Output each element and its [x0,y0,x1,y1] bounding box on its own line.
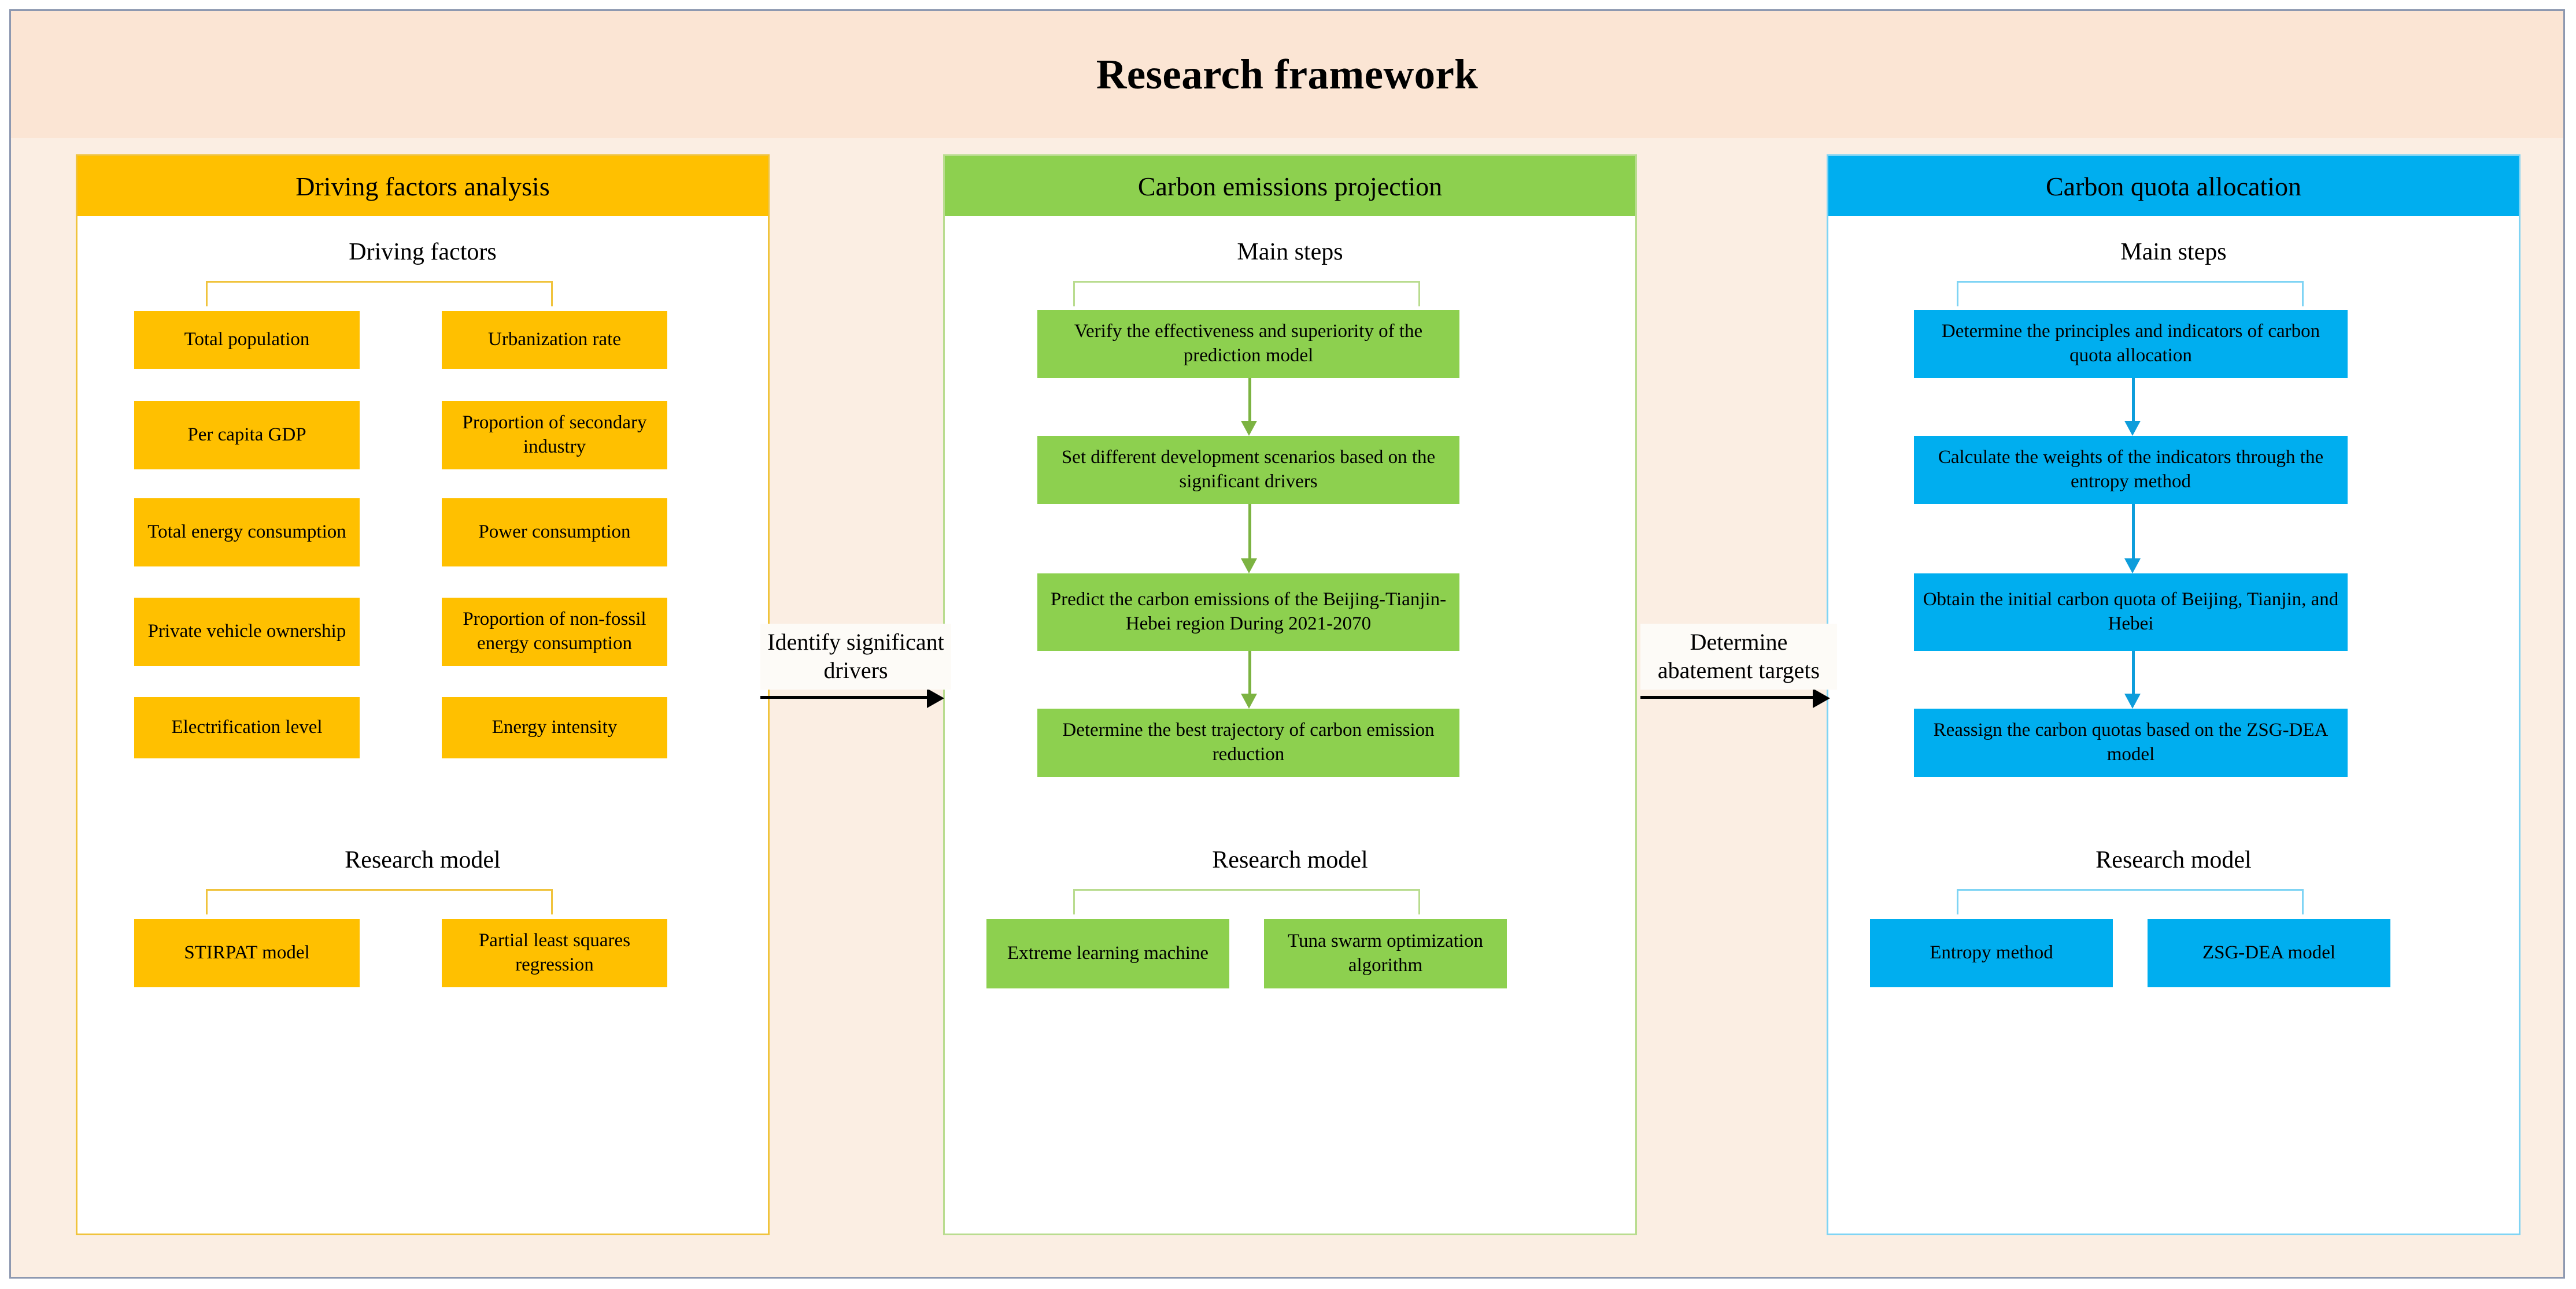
connector-label: Identify significant drivers [760,624,951,690]
bracket-research-model [1957,889,2304,914]
panel-body-carbon-emissions-projection: Main steps Verify the effectiveness and … [945,216,1635,1234]
connector-line [760,696,934,699]
panel-body-driving-factors-analysis: Driving factors Total population Urbaniz… [77,216,768,1234]
factor-box[interactable]: Private vehicle ownership [134,598,360,666]
panel-header-carbon-quota-allocation: Carbon quota allocation [1828,156,2519,216]
step-box[interactable]: Calculate the weights of the indicators … [1914,436,2348,504]
section-caption-research-model: Research model [1212,847,1368,873]
model-box[interactable]: Tuna swarm optimization algorithm [1264,919,1507,988]
page-title: Research framework [1096,51,1479,98]
panel-driving-factors-analysis: Driving factors analysis Driving factors… [76,154,770,1235]
step-box[interactable]: Determine the best trajectory of carbon … [1037,709,1459,777]
panel-carbon-emissions-projection: Carbon emissions projection Main steps V… [943,154,1637,1235]
connector-identify-significant-drivers: Identify significant drivers [760,624,951,768]
bracket-driving-factors [206,281,553,306]
factor-box[interactable]: Proportion of non-fossil energy consumpt… [442,598,667,666]
bracket-main-steps [1957,281,2304,306]
banner: Research framework [11,11,2563,138]
step-box[interactable]: Obtain the initial carbon quota of Beiji… [1914,573,2348,651]
panel-body-carbon-quota-allocation: Main steps Determine the principles and … [1828,216,2519,1234]
panel-header-carbon-emissions-projection: Carbon emissions projection [945,156,1635,216]
step-box[interactable]: Determine the principles and indicators … [1914,310,2348,378]
bracket-research-model [1073,889,1420,914]
step-box[interactable]: Verify the effectiveness and superiority… [1037,310,1459,378]
model-box[interactable]: Partial least squares regression [442,919,667,987]
section-caption-research-model: Research model [2095,847,2252,873]
section-caption-main-steps: Main steps [1237,239,1343,265]
factor-box[interactable]: Energy intensity [442,697,667,758]
bracket-research-model [206,889,553,914]
factor-box[interactable]: Electrification level [134,697,360,758]
connector-determine-abatement-targets: Determine abatement targets [1640,624,1837,768]
step-box[interactable]: Set different development scenarios base… [1037,436,1459,504]
factor-box[interactable]: Per capita GDP [134,401,360,469]
connector-label: Determine abatement targets [1640,624,1837,690]
model-box[interactable]: Entropy method [1870,919,2113,987]
model-box[interactable]: Extreme learning machine [986,919,1229,988]
section-caption-main-steps: Main steps [2120,239,2227,265]
arrow-head-icon [1813,688,1830,708]
step-box[interactable]: Reassign the carbon quotas based on the … [1914,709,2348,777]
model-box[interactable]: ZSG-DEA model [2148,919,2390,987]
connector-line [1640,696,1820,699]
bracket-main-steps [1073,281,1420,306]
section-caption-research-model: Research model [345,847,501,873]
model-box[interactable]: STIRPAT model [134,919,360,987]
factor-box[interactable]: Proportion of secondary industry [442,401,667,469]
section-caption-driving-factors: Driving factors [349,239,497,265]
factor-box[interactable]: Total energy consumption [134,498,360,566]
diagram-frame: Research framework Driving factors analy… [9,9,2565,1279]
diagram-canvas: Research framework Driving factors analy… [11,11,2563,1277]
panel-header-driving-factors-analysis: Driving factors analysis [77,156,768,216]
panel-carbon-quota-allocation: Carbon quota allocation Main steps Deter… [1827,154,2520,1235]
factor-box[interactable]: Urbanization rate [442,311,667,369]
arrow-head-icon [927,688,944,708]
factor-box[interactable]: Total population [134,311,360,369]
factor-box[interactable]: Power consumption [442,498,667,566]
step-box[interactable]: Predict the carbon emissions of the Beij… [1037,573,1459,651]
